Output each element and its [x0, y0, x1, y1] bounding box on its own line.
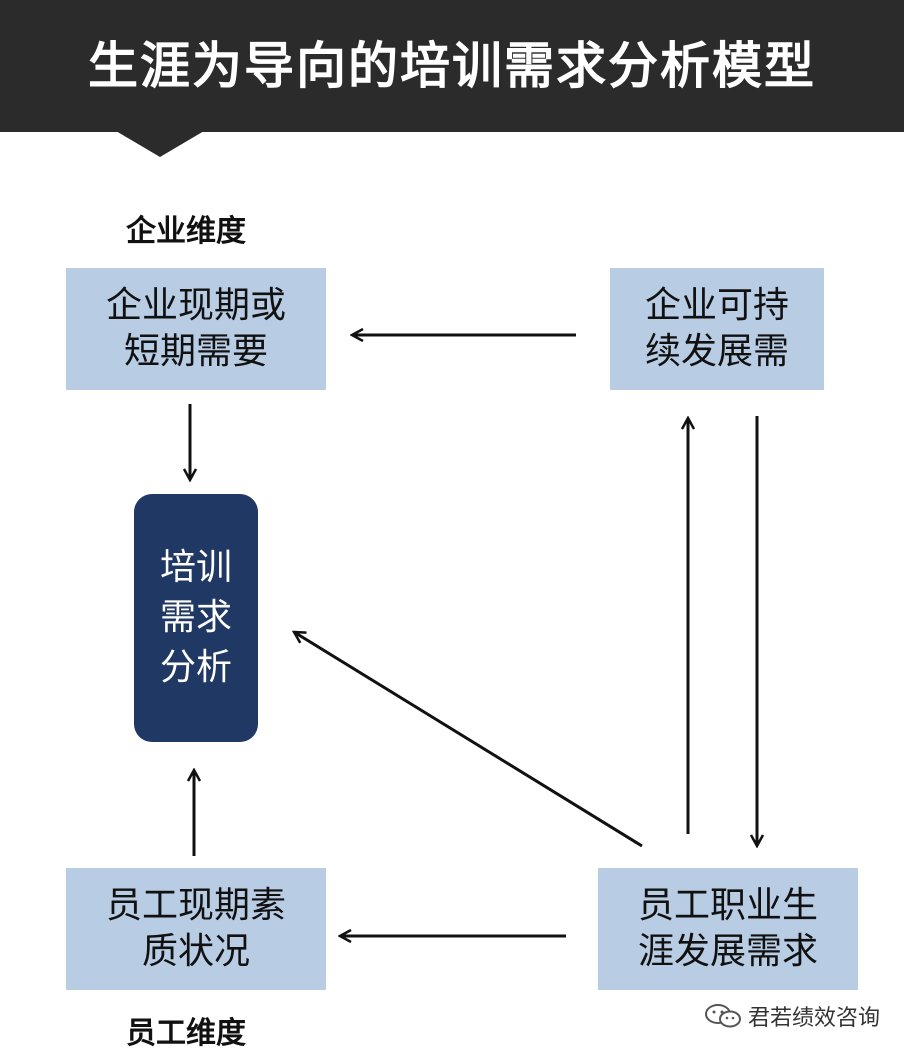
enterprise-current-needs-box: 企业现期或 短期需要	[66, 268, 326, 390]
box-line: 员工职业生	[637, 885, 818, 926]
box-line: 需求	[159, 597, 232, 638]
box-line: 员工现期素	[105, 885, 286, 926]
employee-current-quality-box: 员工现期素 质状况	[66, 868, 326, 990]
arrow-career-to-analysis	[294, 632, 643, 848]
box-line: 质状况	[141, 931, 250, 972]
banner-pointer	[116, 131, 204, 157]
employee-career-needs-box: 员工职业生 涯发展需求	[598, 868, 858, 990]
employee-dimension-label: 员工维度	[126, 1016, 246, 1051]
watermark-text: 君若绩效咨询	[748, 1006, 881, 1031]
box-line: 短期需要	[123, 331, 268, 372]
training-needs-analysis-box: 培训 需求 分析	[134, 494, 258, 742]
box-line: 培训	[159, 547, 232, 588]
box-line: 企业可持	[644, 285, 789, 326]
enterprise-dimension-label: 企业维度	[126, 214, 246, 249]
box-line: 涯发展需求	[637, 931, 818, 972]
watermark: 君若绩效咨询	[704, 996, 880, 1036]
wechat-icon	[705, 1004, 741, 1028]
enterprise-sustainable-needs-box: 企业可持 续发展需	[610, 268, 824, 390]
title-banner: 生涯为导向的培训需求分析模型	[0, 0, 904, 132]
box-line: 企业现期或	[105, 285, 286, 326]
page-title: 生涯为导向的培训需求分析模型	[88, 37, 816, 95]
box-line: 分析	[159, 647, 232, 688]
box-line: 续发展需	[644, 331, 789, 372]
